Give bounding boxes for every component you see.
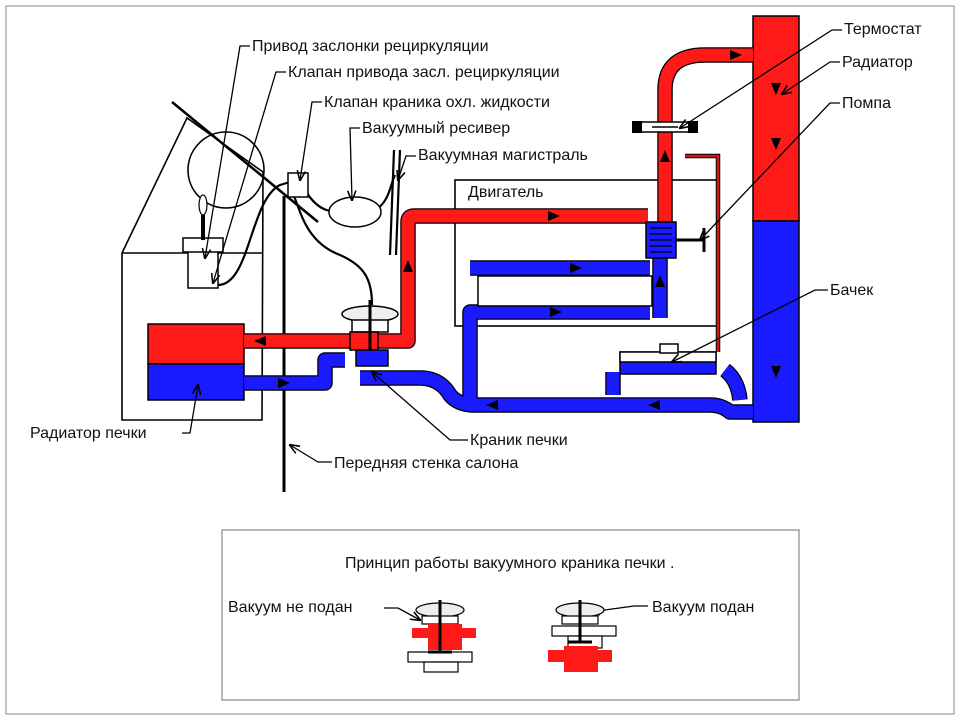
flow-arrows xyxy=(254,50,781,410)
principle-title: Принцип работы вакуумного краника печки … xyxy=(345,555,674,572)
expansion-tank xyxy=(619,343,717,375)
vacuum-hoses xyxy=(217,149,402,306)
flow-arrow xyxy=(486,400,498,410)
label-heater-radiator: Радиатор печки xyxy=(30,425,147,442)
principle-panel: Принцип работы вакуумного краника печки … xyxy=(221,529,800,701)
flow-arrow xyxy=(648,400,660,410)
label-vacuum-line: Вакуумная магистраль xyxy=(418,147,588,164)
recirculation-flap-drive xyxy=(182,194,224,289)
valve-state-no-vacuum xyxy=(407,600,476,673)
label-tank: Бачек xyxy=(830,282,874,299)
label-vacuum-receiver: Вакуумный ресивер xyxy=(362,120,510,137)
flow-arrow xyxy=(655,275,665,287)
thermostat xyxy=(632,121,698,133)
pump xyxy=(645,221,706,259)
label-radiator: Радиатор xyxy=(842,54,913,71)
label-heater-tap: Краник печки xyxy=(470,432,568,449)
label-flap-valve: Клапан привода засл. рециркуляции xyxy=(288,64,560,81)
flow-arrow xyxy=(254,336,266,346)
heater-radiator xyxy=(147,323,245,401)
vacuum-receiver xyxy=(328,196,382,228)
flow-arrow xyxy=(548,211,560,221)
flow-arrow xyxy=(771,138,781,150)
flow-arrow xyxy=(278,378,290,388)
leader-lines xyxy=(182,29,842,463)
flow-arrow xyxy=(570,263,582,273)
label-coolant-valve: Клапан краника охл. жидкости xyxy=(324,94,550,111)
label-engine: Двигатель xyxy=(468,184,544,201)
engine-water-jacket xyxy=(477,275,653,307)
flow-arrow xyxy=(660,150,670,162)
label-firewall: Передняя стенка салона xyxy=(334,455,519,472)
heater-tap xyxy=(341,300,399,367)
label-pump: Помпа xyxy=(842,95,891,112)
diagram-labels: Привод заслонки рециркуляции Клапан прив… xyxy=(30,21,922,472)
flow-arrow xyxy=(771,366,781,378)
flow-arrow xyxy=(730,50,742,60)
flow-arrow xyxy=(403,260,413,272)
coolant-valve-box xyxy=(287,172,309,198)
flow-arrow xyxy=(550,307,562,317)
label-vacuum-on: Вакуум подан xyxy=(652,599,754,616)
page-frame xyxy=(5,5,955,715)
label-flap-drive: Привод заслонки рециркуляции xyxy=(252,38,489,55)
flow-arrow xyxy=(771,83,781,95)
valve-state-vacuum-on xyxy=(548,600,617,672)
label-thermostat: Термостат xyxy=(844,21,922,38)
main-radiator xyxy=(752,15,800,423)
bypass-line xyxy=(685,153,721,352)
label-no-vacuum: Вакуум не подан xyxy=(228,599,352,616)
